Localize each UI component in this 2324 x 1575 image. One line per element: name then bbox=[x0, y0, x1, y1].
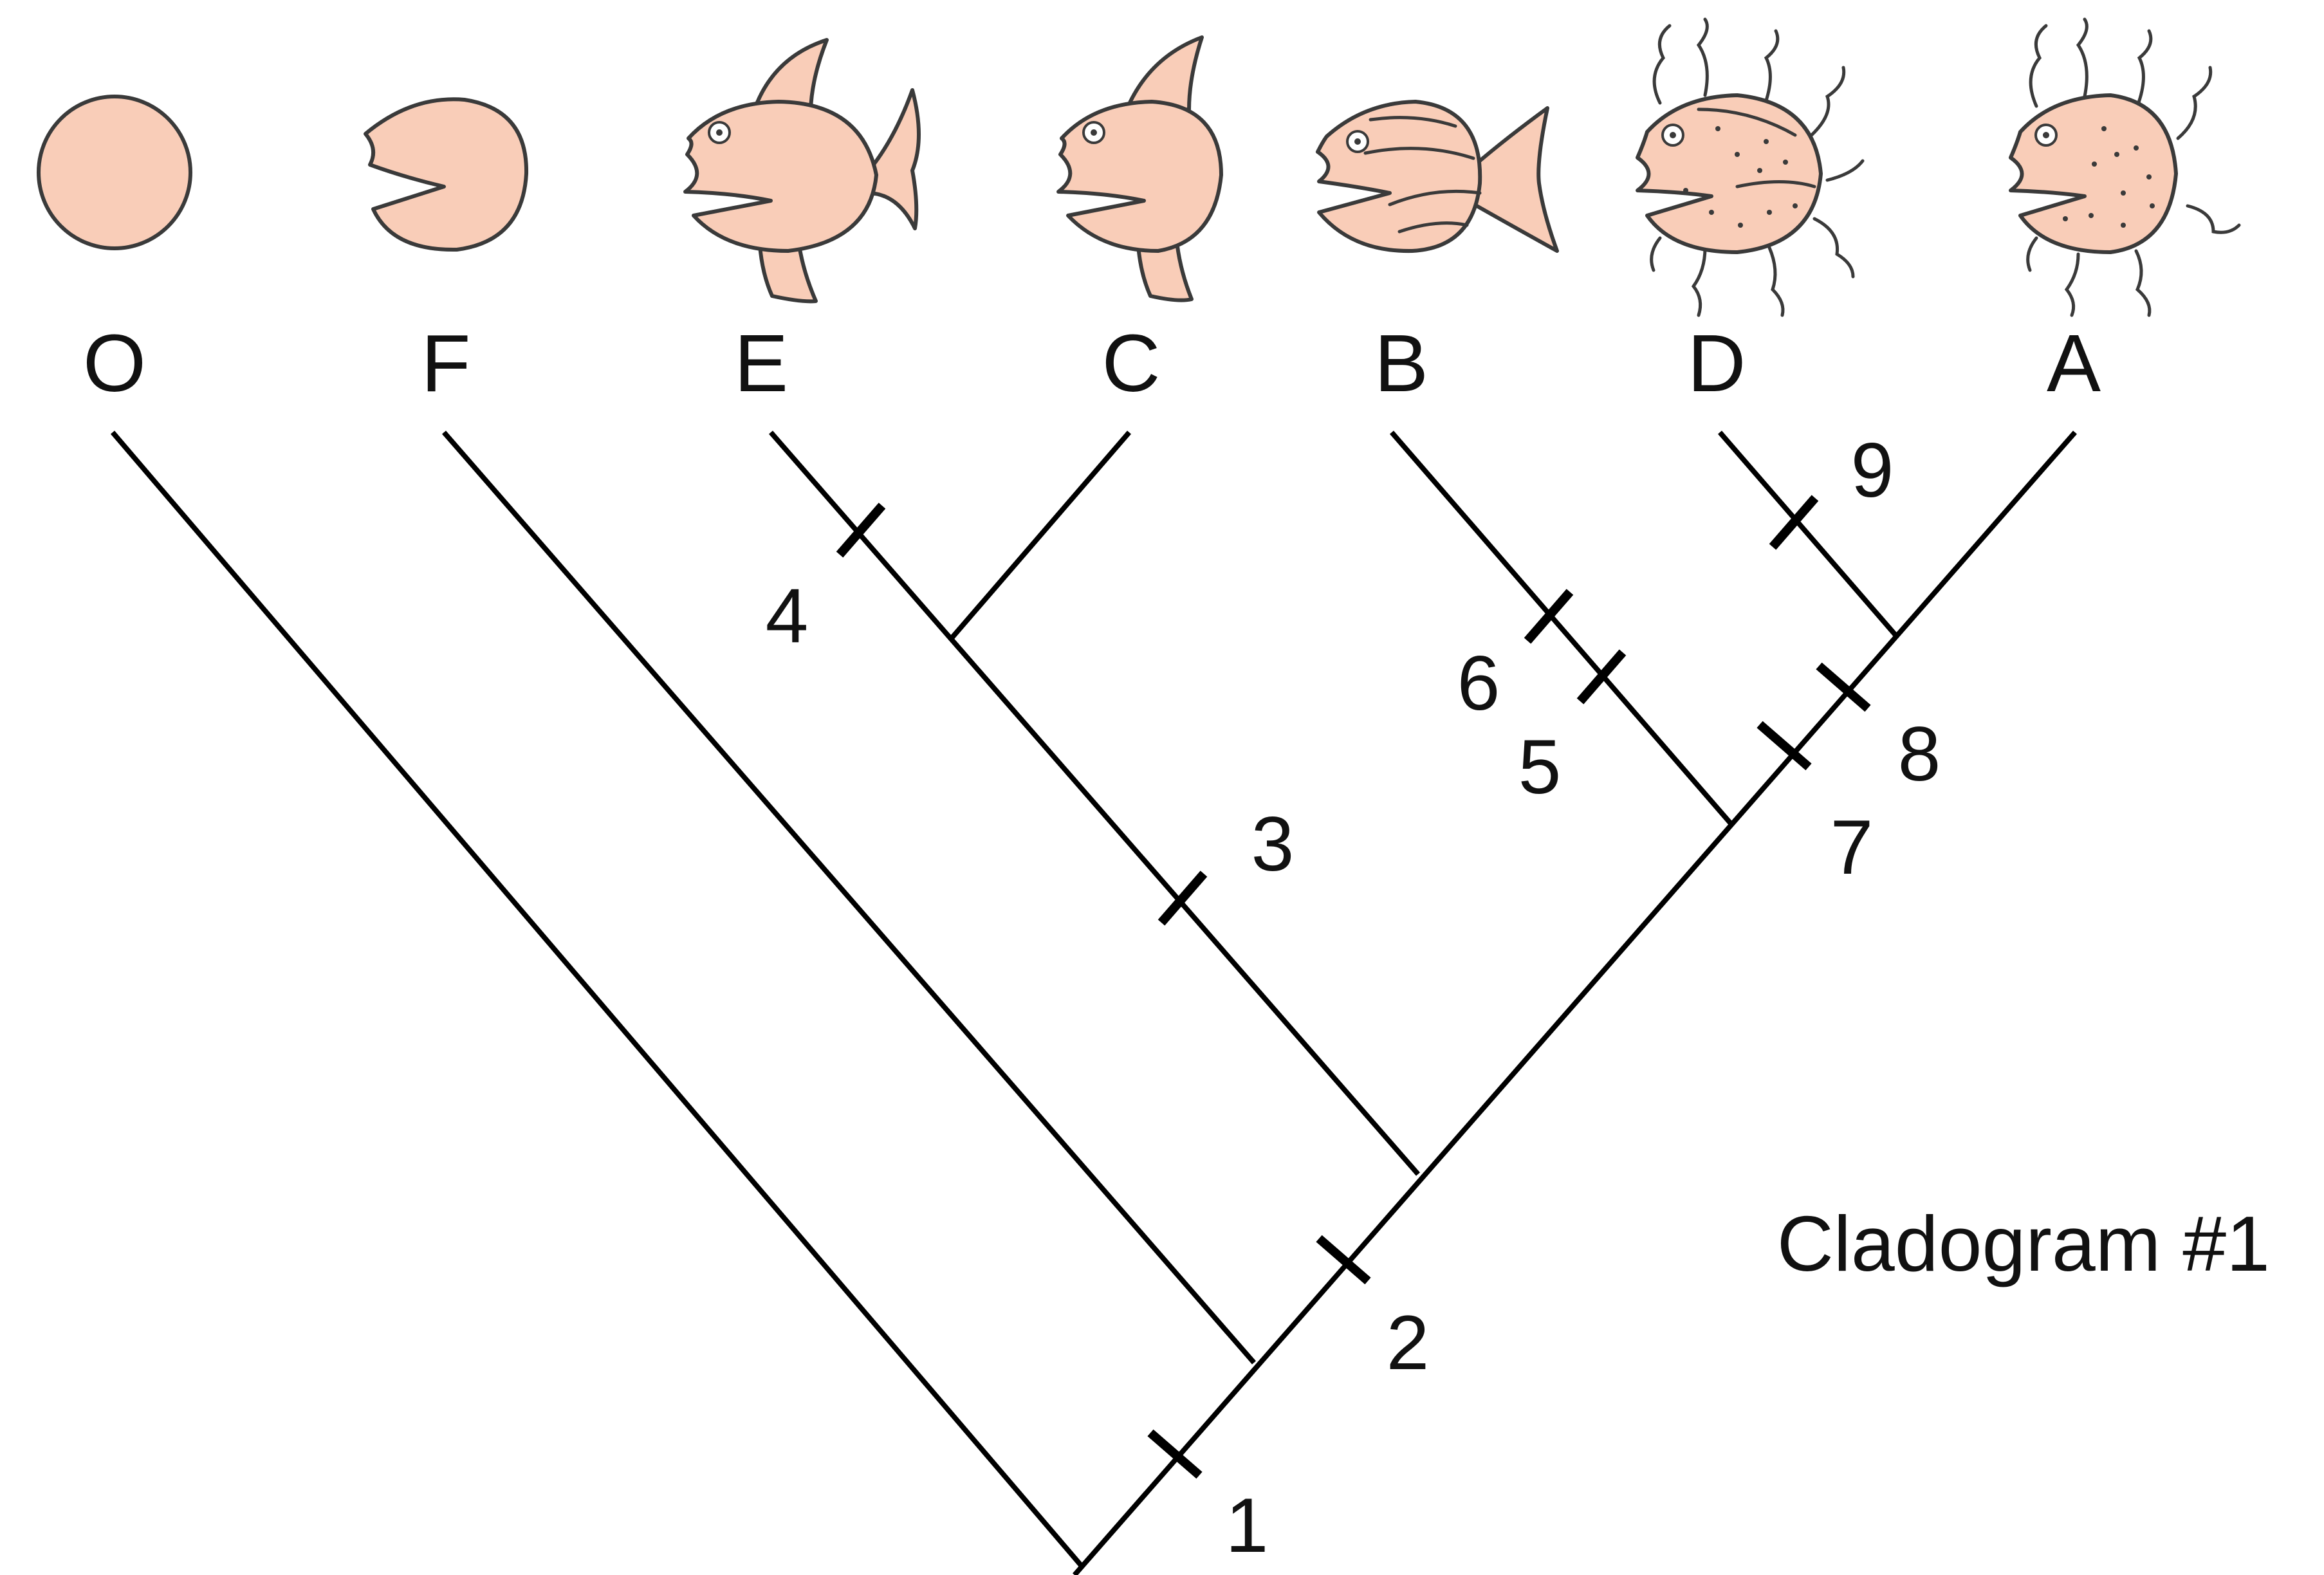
trait-label-9: 9 bbox=[1851, 427, 1894, 513]
trait-label-4: 4 bbox=[766, 573, 809, 659]
taxon-label-e: E bbox=[734, 318, 788, 409]
trait-tick-8 bbox=[1816, 662, 1871, 712]
trait-label-2: 2 bbox=[1387, 1300, 1430, 1386]
trait-label-8: 8 bbox=[1898, 711, 1941, 797]
taxon-label-d: D bbox=[1688, 318, 1746, 409]
trait-tick-1 bbox=[1147, 1429, 1203, 1479]
diagram-title: Cladogram #1 bbox=[1777, 1200, 2270, 1287]
main-trunk-branch bbox=[1072, 430, 2078, 1575]
trait-tick-6 bbox=[1524, 589, 1574, 644]
taxon-label-f: F bbox=[421, 318, 471, 409]
branch-b bbox=[1389, 430, 1733, 825]
fin-mouth-organism-icon bbox=[1056, 35, 1223, 302]
cladogram-branches bbox=[110, 430, 2078, 1575]
finned-fish-icon bbox=[683, 38, 921, 304]
trait-tick-7 bbox=[1757, 721, 1812, 771]
trait-label-6: 6 bbox=[1457, 640, 1500, 726]
branch-o bbox=[110, 430, 1084, 1568]
trait-label-5: 5 bbox=[1518, 724, 1562, 810]
circle-organism-icon bbox=[37, 95, 192, 250]
trait-label-7: 7 bbox=[1831, 804, 1874, 890]
branch-c bbox=[948, 430, 1132, 641]
trait-label-3: 3 bbox=[1251, 801, 1295, 887]
trait-tick-4 bbox=[836, 502, 886, 558]
trait-ticks bbox=[836, 495, 1871, 1479]
trait-tick-9 bbox=[1769, 495, 1819, 550]
trait-tick-3 bbox=[1157, 870, 1208, 926]
taxon-label-o: O bbox=[83, 318, 146, 409]
trait-tick-5 bbox=[1576, 649, 1627, 705]
branch-d bbox=[1717, 430, 1898, 637]
taxon-label-b: B bbox=[1374, 318, 1428, 409]
striped-fish-icon bbox=[1316, 100, 1559, 253]
branch-f bbox=[441, 430, 1257, 1365]
trait-tick-2 bbox=[1316, 1235, 1371, 1285]
taxon-label-a: A bbox=[2047, 318, 2101, 409]
taxon-label-c: C bbox=[1102, 318, 1161, 409]
mouth-organism-icon bbox=[364, 97, 529, 252]
striped-tentacled-organism-icon bbox=[1636, 17, 1865, 317]
branch-e bbox=[768, 430, 1421, 1176]
spotted-tentacled-organism-icon bbox=[2009, 17, 2241, 317]
trait-label-1: 1 bbox=[1226, 1482, 1269, 1569]
